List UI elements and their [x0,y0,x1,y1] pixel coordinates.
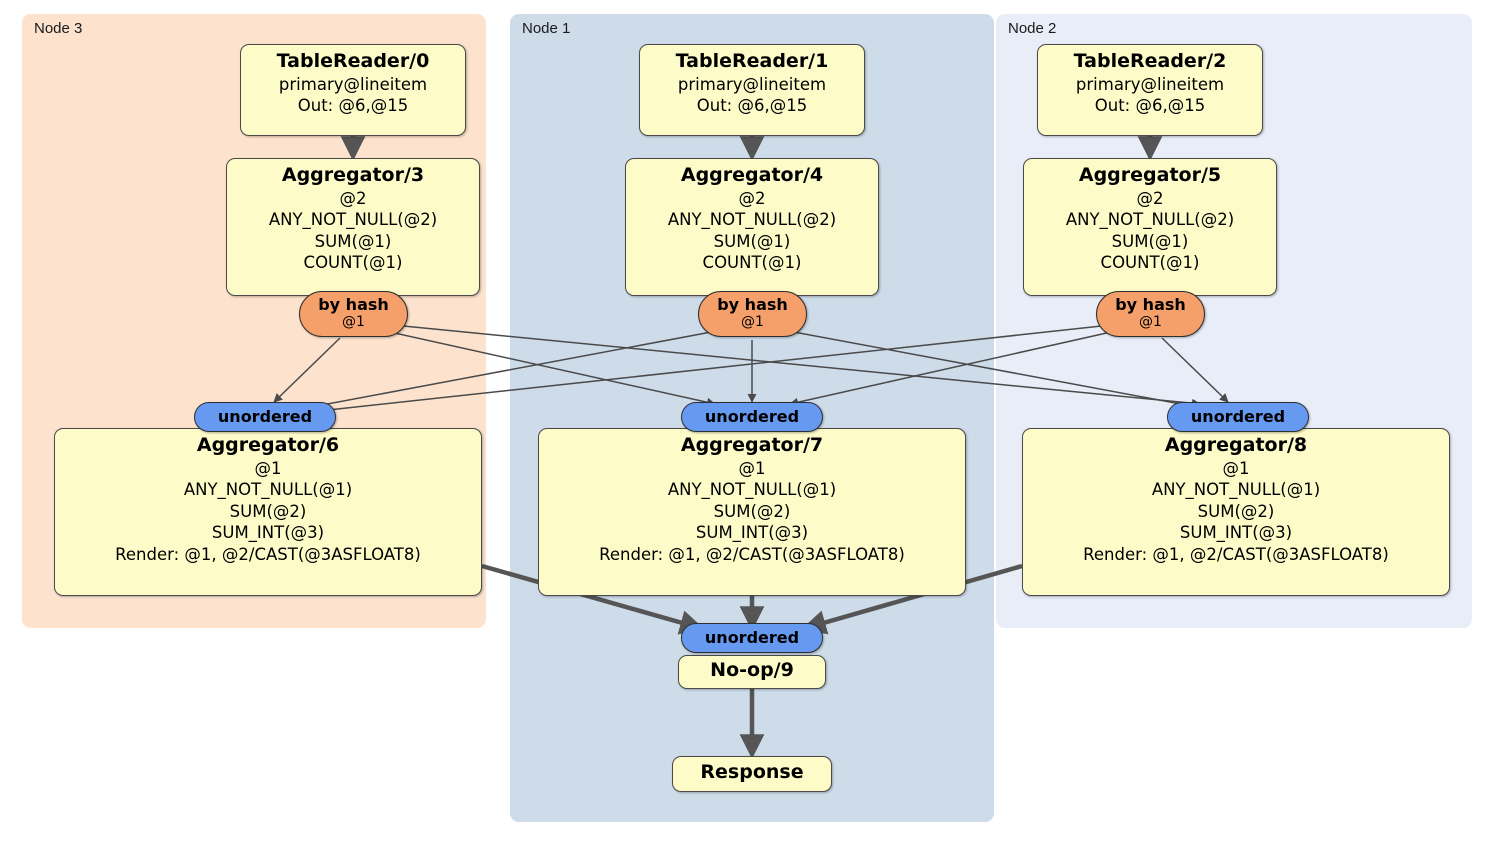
table-reader-2-title: TableReader/2 [1073,50,1227,72]
aggregator-6-line-2: ANY_NOT_NULL(@1) [183,480,353,500]
no-op-9-title: No-op/9 [710,659,794,681]
table-reader-1-box[interactable]: TableReader/1 primary@lineitem Out: @6,@… [639,44,865,136]
aggregator-6-line-1: @1 [254,458,282,478]
aggregator-7-box[interactable]: Aggregator/7 @1 ANY_NOT_NULL(@1) SUM(@2)… [538,428,966,596]
table-reader-0-line-1: primary@lineitem [278,74,428,94]
table-reader-0-line-2: Out: @6,@15 [297,96,409,116]
aggregator-6-line-3: SUM(@2) [229,501,307,521]
table-reader-1-line-1: primary@lineitem [677,74,827,94]
aggregator-7-title: Aggregator/7 [680,434,824,456]
aggregator-4-box[interactable]: Aggregator/4 @2 ANY_NOT_NULL(@2) SUM(@1)… [625,158,879,296]
aggregator-8-box[interactable]: Aggregator/8 @1 ANY_NOT_NULL(@1) SUM(@2)… [1022,428,1450,596]
by-hash-router-0-title: by hash [318,295,389,314]
unordered-input-2[interactable]: unordered [1167,402,1309,433]
aggregator-5-line-3: SUM(@1) [1111,231,1189,251]
aggregator-7-line-3: SUM(@2) [713,501,791,521]
aggregator-7-line-1: @1 [738,458,766,478]
aggregator-8-line-4: SUM_INT(@3) [1179,523,1293,543]
aggregator-4-line-1: @2 [738,188,766,208]
by-hash-router-2[interactable]: by hash @1 [1096,291,1205,337]
no-op-9-box[interactable]: No-op/9 [678,655,826,689]
table-reader-2-box[interactable]: TableReader/2 primary@lineitem Out: @6,@… [1037,44,1263,136]
aggregator-6-title: Aggregator/6 [196,434,340,456]
aggregator-4-title: Aggregator/4 [680,164,824,186]
aggregator-8-line-2: ANY_NOT_NULL(@1) [1151,480,1321,500]
table-reader-1-title: TableReader/1 [675,50,829,72]
unordered-input-1[interactable]: unordered [681,402,823,433]
aggregator-3-line-1: @2 [339,188,367,208]
aggregator-3-box[interactable]: Aggregator/3 @2 ANY_NOT_NULL(@2) SUM(@1)… [226,158,480,296]
aggregator-4-line-3: SUM(@1) [713,231,791,251]
aggregator-7-line-5: Render: @1, @2/CAST(@3ASFLOAT8) [599,544,905,564]
aggregator-3-line-2: ANY_NOT_NULL(@2) [268,210,438,230]
unordered-final-label: unordered [704,628,800,647]
unordered-final[interactable]: unordered [681,623,823,654]
aggregator-5-line-2: ANY_NOT_NULL(@2) [1065,210,1235,230]
aggregator-5-box[interactable]: Aggregator/5 @2 ANY_NOT_NULL(@2) SUM(@1)… [1023,158,1277,296]
unordered-input-1-label: unordered [704,407,800,426]
table-reader-2-line-1: primary@lineitem [1075,74,1225,94]
table-reader-0-box[interactable]: TableReader/0 primary@lineitem Out: @6,@… [240,44,466,136]
by-hash-router-1-title: by hash [717,295,788,314]
table-reader-0-title: TableReader/0 [276,50,430,72]
unordered-input-0[interactable]: unordered [194,402,336,433]
aggregator-4-line-2: ANY_NOT_NULL(@2) [667,210,837,230]
aggregator-5-line-4: COUNT(@1) [1100,253,1200,273]
aggregator-5-line-1: @2 [1136,188,1164,208]
aggregator-8-line-5: Render: @1, @2/CAST(@3ASFLOAT8) [1083,544,1389,564]
aggregator-8-line-3: SUM(@2) [1197,501,1275,521]
aggregator-8-title: Aggregator/8 [1164,434,1308,456]
response-box[interactable]: Response [672,756,832,792]
aggregator-8-line-1: @1 [1222,458,1250,478]
table-reader-2-line-2: Out: @6,@15 [1094,96,1206,116]
response-title: Response [700,761,804,783]
by-hash-router-0[interactable]: by hash @1 [299,291,408,337]
panel-label-node-1: Node 1 [522,20,571,37]
aggregator-3-title: Aggregator/3 [281,164,425,186]
aggregator-7-line-2: ANY_NOT_NULL(@1) [667,480,837,500]
unordered-input-0-label: unordered [217,407,313,426]
aggregator-4-line-4: COUNT(@1) [702,253,802,273]
aggregator-6-line-4: SUM_INT(@3) [211,523,325,543]
unordered-input-2-label: unordered [1190,407,1286,426]
aggregator-3-line-4: COUNT(@1) [303,253,403,273]
by-hash-router-1[interactable]: by hash @1 [698,291,807,337]
aggregator-5-title: Aggregator/5 [1078,164,1222,186]
aggregator-6-line-5: Render: @1, @2/CAST(@3ASFLOAT8) [115,544,421,564]
aggregator-7-line-4: SUM_INT(@3) [695,523,809,543]
by-hash-router-2-sub: @1 [1139,314,1162,331]
by-hash-router-1-sub: @1 [741,314,764,331]
by-hash-router-2-title: by hash [1115,295,1186,314]
aggregator-6-box[interactable]: Aggregator/6 @1 ANY_NOT_NULL(@1) SUM(@2)… [54,428,482,596]
table-reader-1-line-2: Out: @6,@15 [696,96,808,116]
by-hash-router-0-sub: @1 [342,314,365,331]
panel-label-node-2: Node 2 [1008,20,1057,37]
aggregator-3-line-3: SUM(@1) [314,231,392,251]
panel-label-node-3: Node 3 [34,20,83,37]
